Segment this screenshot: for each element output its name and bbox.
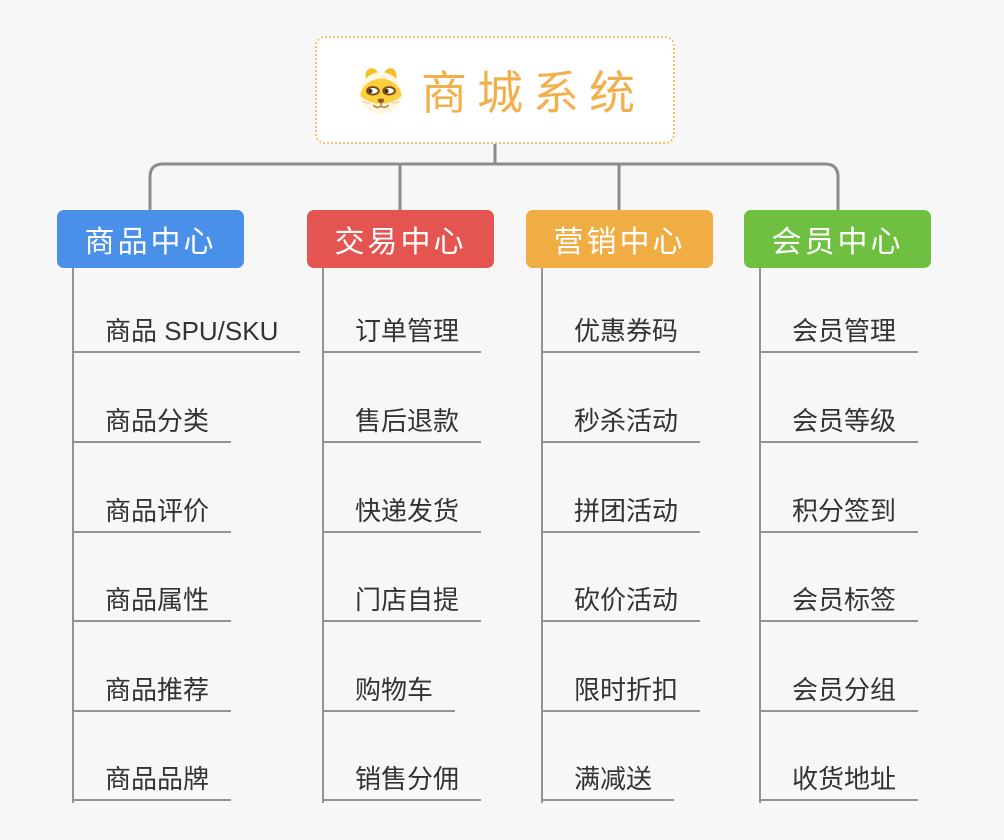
branch-header-product[interactable]: 商品中心	[57, 210, 244, 268]
leaf-item[interactable]: 销售分佣	[322, 759, 482, 801]
branch-header-marketing[interactable]: 营销中心	[526, 210, 713, 268]
leaf-item[interactable]: 会员等级	[759, 401, 919, 443]
leaf-item[interactable]: 商品分类	[72, 401, 232, 443]
branch-child-line	[759, 268, 761, 803]
leaf-item[interactable]: 会员标签	[759, 580, 919, 622]
root-title: 商城系统	[421, 67, 645, 119]
branch-child-line	[72, 268, 74, 803]
leaf-item[interactable]: 商品 SPU/SKU	[72, 311, 301, 353]
branch-header-member[interactable]: 会员中心	[744, 210, 931, 268]
leaf-item[interactable]: 商品品牌	[72, 759, 232, 801]
leaf-item[interactable]: 会员管理	[759, 311, 919, 353]
leaf-item[interactable]: 商品属性	[72, 580, 232, 622]
leaf-item[interactable]: 门店自提	[322, 580, 482, 622]
dog-face-icon	[359, 68, 403, 115]
leaf-item[interactable]: 秒杀活动	[541, 401, 701, 443]
leaf-item[interactable]: 优惠券码	[541, 311, 701, 353]
root-node[interactable]: 商城系统	[315, 36, 675, 144]
leaf-item[interactable]: 快递发货	[322, 491, 482, 533]
branch-child-line	[541, 268, 543, 803]
leaf-item[interactable]: 售后退款	[322, 401, 482, 443]
leaf-item[interactable]: 拼团活动	[541, 491, 701, 533]
leaf-item[interactable]: 限时折扣	[541, 670, 701, 712]
leaf-item[interactable]: 砍价活动	[541, 580, 701, 622]
leaf-item[interactable]: 商品评价	[72, 491, 232, 533]
branch-header-trade[interactable]: 交易中心	[307, 210, 494, 268]
leaf-item[interactable]: 积分签到	[759, 491, 919, 533]
leaf-item[interactable]: 满减送	[541, 759, 675, 801]
leaf-item[interactable]: 收货地址	[759, 759, 919, 801]
leaf-item[interactable]: 会员分组	[759, 670, 919, 712]
leaf-item[interactable]: 商品推荐	[72, 670, 232, 712]
leaf-item[interactable]: 订单管理	[322, 311, 482, 353]
leaf-item[interactable]: 购物车	[322, 670, 456, 712]
branch-child-line	[322, 268, 324, 803]
branch-bus-line	[148, 162, 840, 210]
